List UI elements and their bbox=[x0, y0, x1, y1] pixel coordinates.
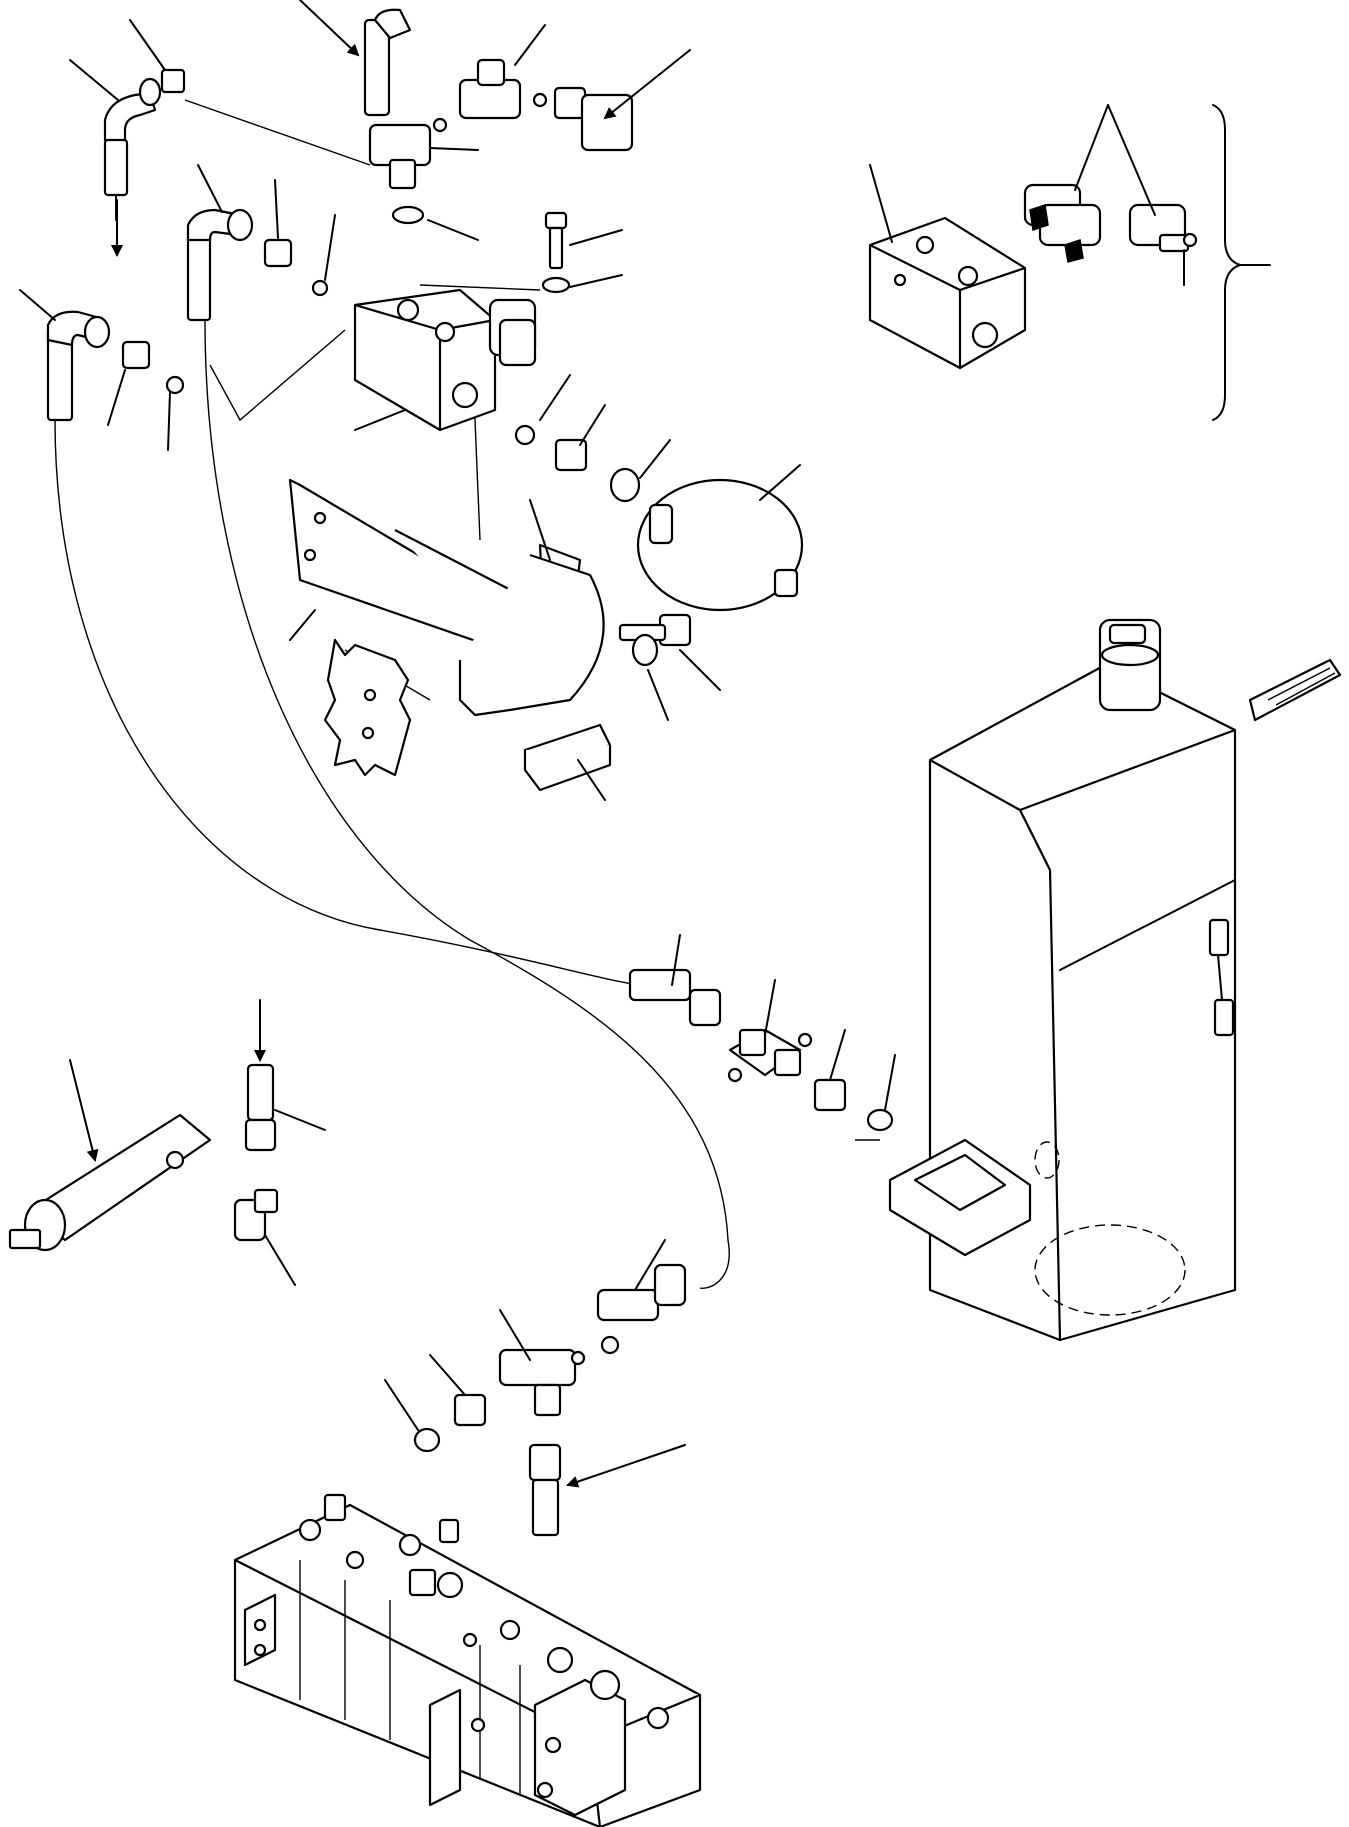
bolt-and-washer bbox=[541, 211, 623, 294]
control-valve-bank bbox=[233, 1493, 702, 1827]
valve-block-with-accumulator bbox=[353, 288, 804, 612]
tee-fitting-bottom bbox=[384, 1239, 687, 1537]
hoses-and-elbows-top-left bbox=[19, 19, 336, 451]
cross-fitting bbox=[628, 934, 896, 1132]
tee-fitting-top bbox=[299, 0, 691, 241]
mounting-bracket bbox=[288, 478, 721, 801]
hydraulic-tank bbox=[888, 618, 1342, 1342]
cartridge-valve-block-inset bbox=[868, 104, 1271, 421]
cylinder-with-elbow bbox=[8, 999, 326, 1286]
